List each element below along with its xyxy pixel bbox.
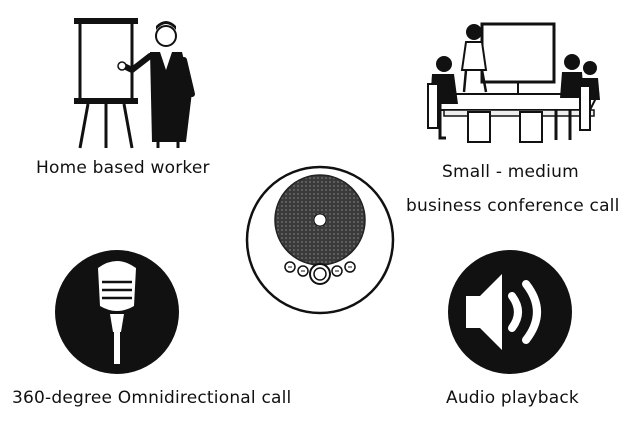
- audio-playback-label: Audio playback: [446, 388, 579, 408]
- conference-label-line2: business conference call: [406, 196, 620, 216]
- conference-label-line1: Small - medium: [442, 162, 579, 182]
- omnidirectional-label: 360-degree Omnidirectional call: [12, 388, 292, 408]
- home-worker-label: Home based worker: [36, 158, 210, 178]
